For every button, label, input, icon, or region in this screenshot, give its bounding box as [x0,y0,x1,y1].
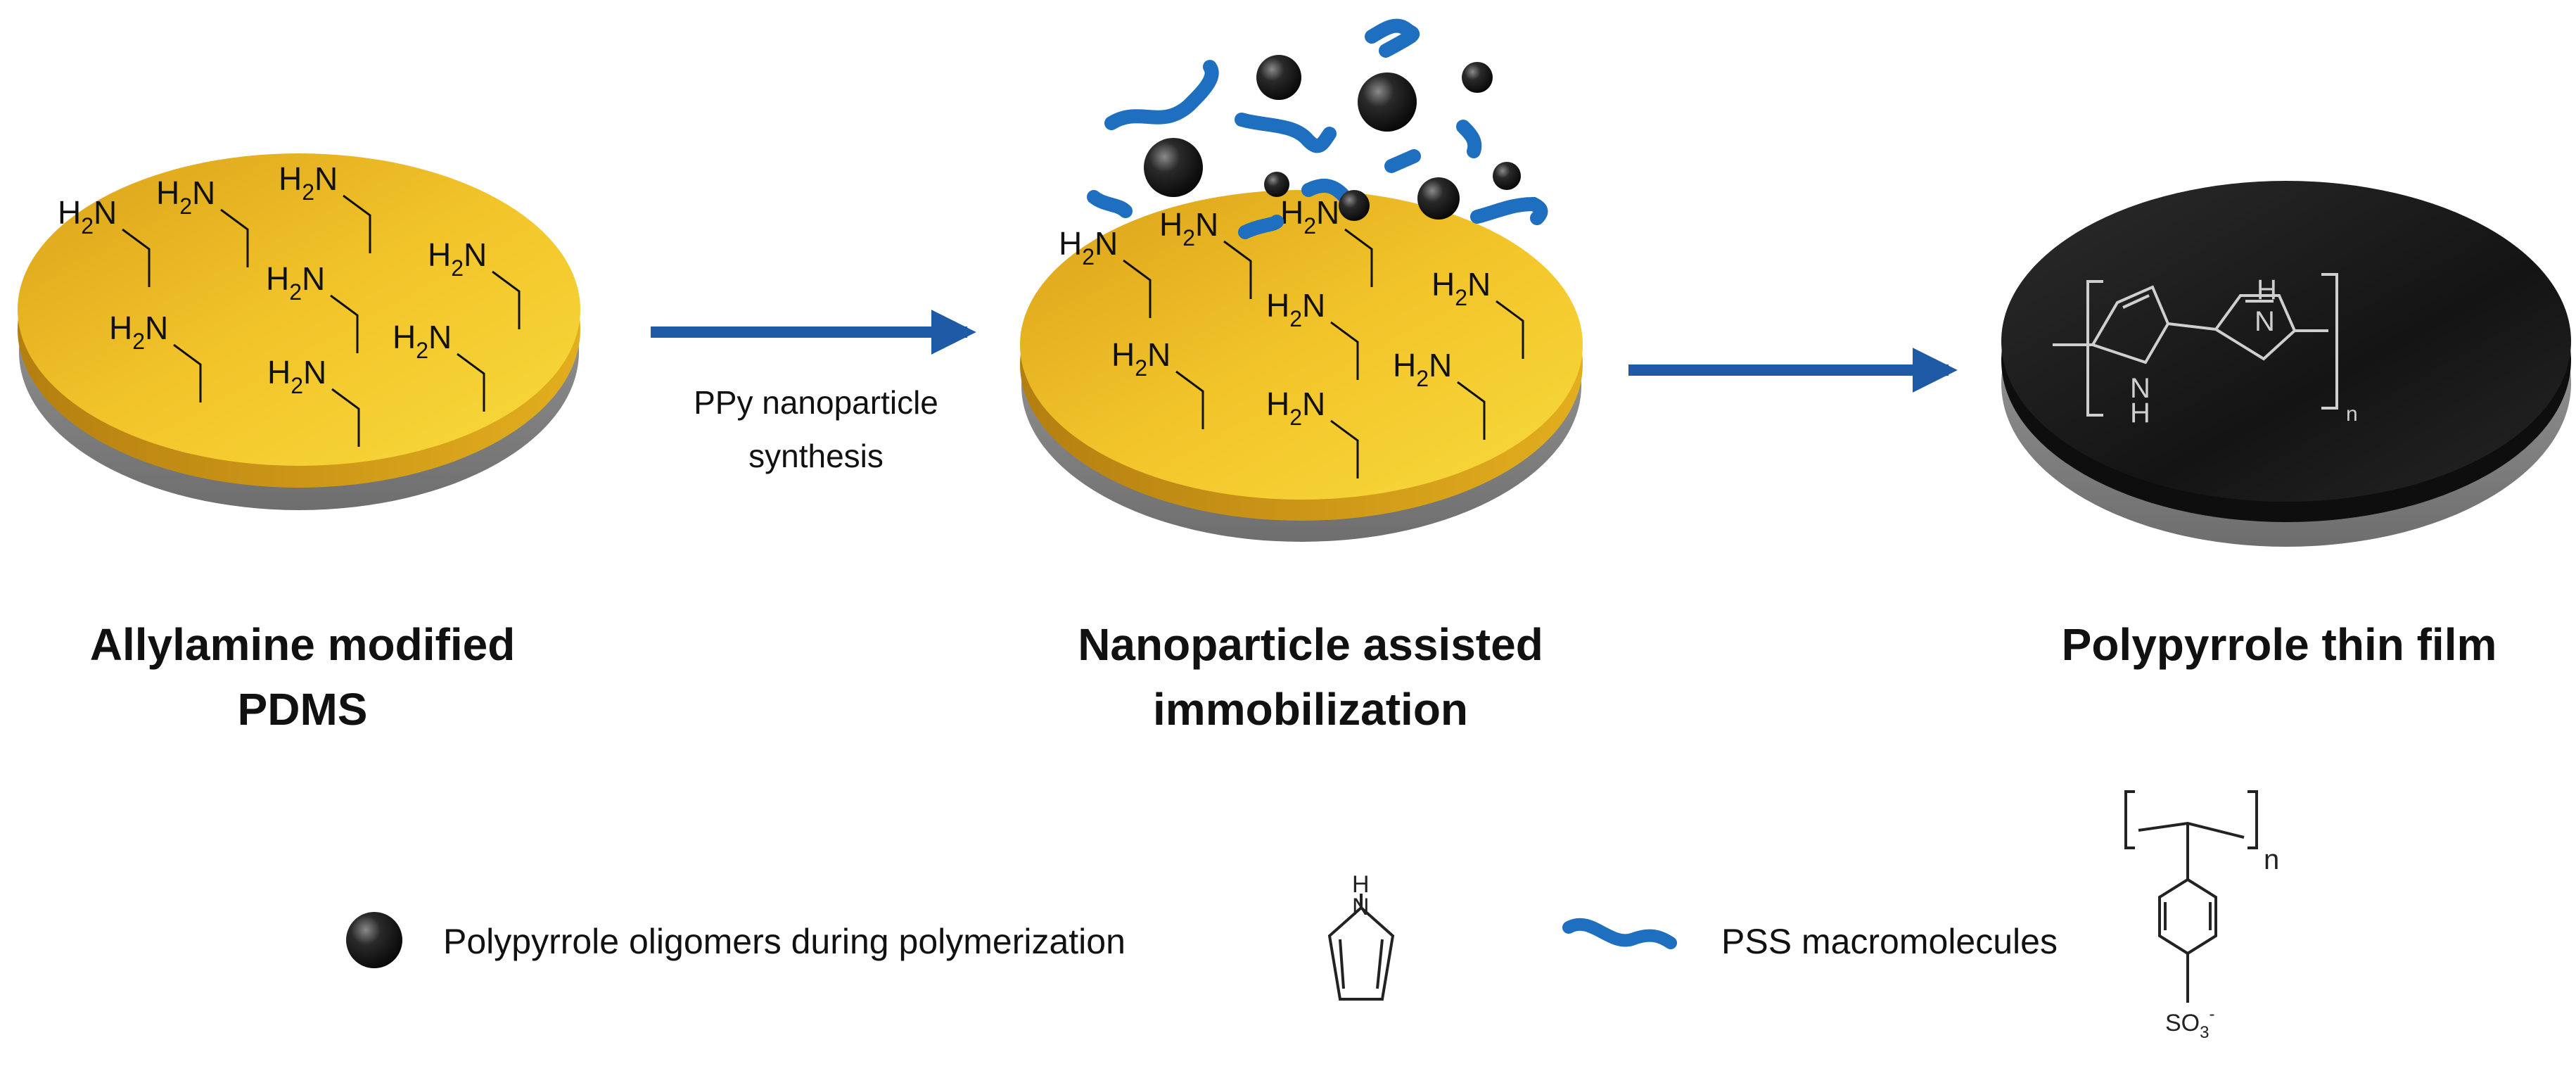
ppy-nanoparticles [1144,55,1521,221]
ppy-top-n: N [2255,306,2275,337]
disc-polypyrrole-film [2001,181,2571,547]
ppy-sphere [1264,172,1289,197]
pss-chains [1087,18,1548,239]
step-arrow-1-label-line-2: synthesis [748,438,884,474]
pyrrole-structure [1327,894,1395,1001]
black-sphere-icon [346,912,402,968]
ppy-sphere [1256,55,1301,100]
pss-chain [1238,215,1284,239]
ppy-bottom-h: H [2130,398,2150,429]
pss-chain [1301,178,1351,203]
ppy-repeat-n: n [2346,402,2358,426]
ppy-sphere [1462,62,1493,93]
ppy-sphere [1493,162,1521,190]
stage-label-1-line-2: PDMS [238,684,368,735]
stage-label-2-line-1: Nanoparticle assisted [1078,619,1543,670]
pss-chain [1470,196,1548,225]
pss-structure [2124,790,2258,1003]
stage-label-1-line-1: Allylamine modified [90,619,516,670]
polypyrrole-structure [2053,273,2338,417]
pss-chain [1384,149,1421,173]
pyrrole-h: H [1352,871,1370,898]
stage-label-3-line-1: Polypyrrole thin film [2062,619,2497,670]
ppy-sphere [1358,72,1417,132]
pss-chain [1456,120,1482,158]
pss-chain [1235,113,1337,153]
step-arrow-1: PPy nanoparticle synthesis [651,310,976,474]
polypyrrole-structure-labels: N H H N n [2130,274,2358,429]
ppy-top-h: H [2257,274,2277,305]
legend-item-1-text: Polypyrrole oligomers during polymerizat… [443,922,1126,961]
ppy-bottom-n: N [2130,373,2150,404]
stage-label-2-line-2: immobilization [1153,684,1468,735]
pyrrole-n: N [1352,894,1370,920]
step-arrow-1-label-line-1: PPy nanoparticle [694,384,938,421]
blue-chain-icon [1562,918,1677,949]
legend-item-2-text: PSS macromolecules [1721,922,2058,961]
legend: Polypyrrole oligomers during polymerizat… [346,790,2279,1042]
pss-sulfonate: SO3- [2165,1005,2214,1042]
ppy-sphere [1417,177,1460,220]
stage-label-3: Polypyrrole thin film [2062,619,2497,670]
pss-chain [1087,190,1133,218]
ppy-sphere [1144,138,1203,197]
ppy-sphere [1339,190,1370,221]
stage-label-1: Allylamine modified PDMS [90,619,516,735]
pss-chain [1104,60,1219,130]
pss-chain [1365,18,1420,58]
stage-label-2: Nanoparticle assisted immobilization [1078,619,1543,735]
pss-repeat-n: n [2264,844,2279,875]
